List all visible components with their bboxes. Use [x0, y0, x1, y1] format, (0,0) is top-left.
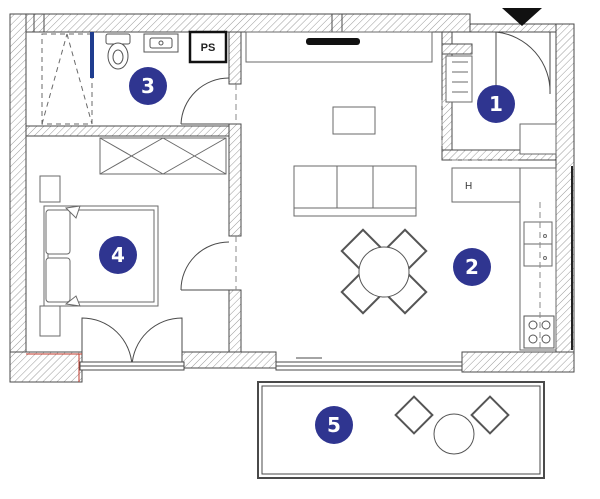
balcony — [257, 381, 545, 479]
room-badge-4: 4 — [99, 236, 137, 274]
shower-icon — [41, 33, 93, 125]
bedroom-balcony-doors — [79, 317, 185, 371]
svg-text:2: 2 — [465, 255, 479, 279]
svg-text:4: 4 — [111, 243, 125, 267]
north-marker-icon — [502, 8, 542, 26]
living-balcony-door — [275, 357, 463, 371]
balcony-furniture — [394, 395, 510, 455]
exterior-walls — [9, 13, 575, 383]
thresholds — [235, 84, 541, 350]
svg-text:5: 5 — [327, 413, 341, 437]
living-kitchen: H — [245, 31, 573, 371]
toilet-icon — [105, 33, 131, 70]
entrance-door — [495, 31, 551, 95]
dining-table — [340, 228, 428, 315]
entrance-hall — [445, 31, 557, 155]
ps-label: PS — [201, 42, 216, 54]
svg-text:1: 1 — [489, 92, 503, 116]
bedside-table — [39, 175, 61, 203]
room-badge-5: 5 — [315, 406, 353, 444]
bedroom-door — [180, 241, 230, 291]
room-badge-1: 1 — [477, 85, 515, 123]
tv — [306, 38, 360, 45]
stove-icon — [523, 315, 555, 349]
sink-icon — [143, 33, 179, 53]
hall-cabinet — [519, 123, 557, 155]
bathroom-door — [180, 77, 230, 125]
coat-rack — [445, 55, 473, 103]
bathroom: PS — [41, 30, 230, 125]
sofa — [293, 165, 417, 217]
ps-shaft — [188, 30, 228, 64]
wardrobe — [99, 137, 227, 175]
coffee-table — [332, 106, 376, 135]
interior-walls — [25, 31, 557, 353]
svg-text:3: 3 — [141, 74, 155, 98]
room-badge-3: 3 — [129, 67, 167, 105]
kitchen-h-label: H — [465, 181, 472, 192]
bedside-table — [39, 305, 61, 337]
tv-unit — [245, 31, 433, 63]
room-badge-2: 2 — [453, 248, 491, 286]
